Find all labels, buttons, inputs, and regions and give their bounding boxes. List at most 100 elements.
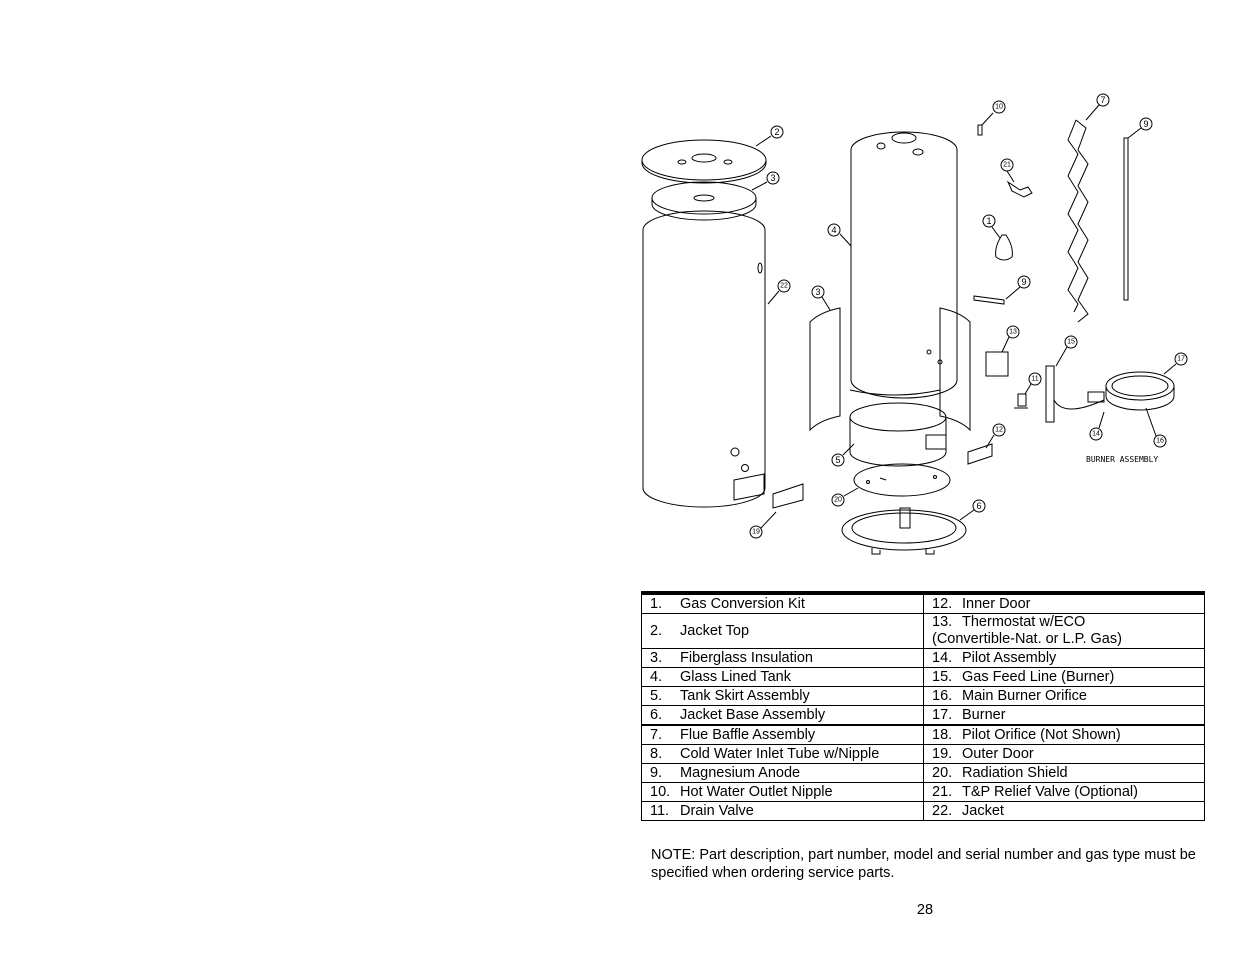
part-label: Burner: [962, 706, 1006, 723]
page-number: 28: [916, 902, 934, 918]
part-number: 14.: [932, 649, 953, 666]
part-label: Jacket: [962, 802, 1004, 819]
part-number: 11.: [650, 802, 670, 819]
table-row: 9. Magnesium Anode 20.Radiation Shield: [641, 763, 1205, 783]
table-row: 5. Tank Skirt Assembly 16. Main Burner Ori…: [641, 686, 1205, 706]
part-cell: 1. Gas Conversion Kit: [641, 592, 924, 614]
part-number: 3.: [650, 649, 663, 666]
part-number: 4.: [650, 668, 663, 685]
skirt-part: [849, 402, 947, 432]
part-cell: 8. Cold Water Inlet Tube w/Nipple: [641, 744, 924, 764]
table-row: 11.Drain Valve 22. Jacket: [641, 801, 1205, 821]
part-cell: 14. Pilot Assembly: [923, 648, 1205, 668]
part-label: Cold Water Inlet Tube w/Nipple: [680, 745, 880, 762]
part-cell: 18. Pilot Orifice (Not Shown): [923, 724, 1205, 745]
part-number: 10.: [650, 783, 671, 800]
part-label: Gas Conversion Kit: [680, 595, 805, 612]
diagram-svg: 10 7 9 2 3 21 1 4 22 3 9 13 15 17 11 12 …: [641, 93, 1188, 555]
callout-1: 1: [986, 216, 991, 226]
part-cell: 5. Tank Skirt Assembly: [641, 686, 924, 706]
part-number: 5.: [650, 687, 663, 704]
part-number: 1.: [650, 595, 663, 612]
callout-7: 7: [1100, 95, 1105, 105]
callout-11: 11: [1031, 376, 1038, 383]
table-row: 7. Flue Baffle Assembly 18. Pilot Orifice …: [641, 724, 1205, 745]
table-row: 10. Hot Water Outlet Nipple 21. T&P Relief…: [641, 782, 1205, 802]
part-number: 21.: [932, 783, 953, 800]
part-number: 15.: [932, 668, 953, 685]
ordering-note: NOTE: Part description, part number, mod…: [651, 847, 1196, 881]
part-cell: 4. Glass Lined Tank: [641, 667, 924, 687]
table-row: 6.Jacket Base Assembly 17.Burner: [641, 705, 1205, 726]
table-row: 2. Jacket Top 13. Thermostat w/ECO(Convert…: [641, 613, 1205, 649]
part-cell: 15. Gas Feed Line (Burner): [923, 667, 1205, 687]
part-label: Jacket Top: [680, 622, 750, 639]
tank-part: [850, 131, 958, 399]
callout-20: 20: [834, 497, 842, 504]
part-cell: 7. Flue Baffle Assembly: [641, 724, 924, 745]
callout-12: 12: [995, 427, 1003, 434]
part-label: Glass Lined Tank: [680, 668, 791, 685]
callout-2: 2: [774, 127, 779, 137]
insulation-wrap-part: [809, 307, 841, 432]
part-label-continued: (Convertible-Nat. or L.P. Gas): [932, 631, 1122, 647]
callout-17: 17: [1177, 356, 1185, 363]
part-number: 8.: [650, 745, 663, 762]
part-number: 18.: [932, 726, 953, 743]
table-row: 1. Gas Conversion Kit 12. Inner Door: [641, 592, 1205, 614]
part-label: Pilot Orifice (Not Shown): [962, 726, 1121, 743]
baffle-part: [1075, 119, 1089, 323]
anode-part: [1123, 137, 1129, 301]
part-label: Main Burner Orifice: [962, 687, 1087, 704]
part-cell: 13. Thermostat w/ECO(Convertible-Nat. or …: [923, 613, 1205, 649]
part-label: Jacket Base Assembly: [680, 706, 826, 723]
part-label: Tank Skirt Assembly: [680, 687, 810, 704]
part-cell: 10. Hot Water Outlet Nipple: [641, 782, 924, 802]
part-number: 9.: [650, 764, 663, 781]
callout-3-top: 3: [770, 173, 775, 183]
part-number: 12.: [932, 595, 953, 612]
part-label: Outer Door: [962, 745, 1034, 762]
parts-list-table: 1. Gas Conversion Kit 12. Inner Door 2. Jac…: [641, 591, 1205, 821]
callout-labels: 10 7 9 2 3 21 1 4 22 3 9 13 15 17 11 12 …: [752, 95, 1185, 536]
part-cell: 16. Main Burner Orifice: [923, 686, 1205, 706]
part-cell: 6.Jacket Base Assembly: [641, 705, 924, 726]
part-cell: 11.Drain Valve: [641, 801, 924, 821]
part-cell: 12. Inner Door: [923, 592, 1205, 614]
part-label: Radiation Shield: [962, 764, 1068, 781]
part-cell: 20.Radiation Shield: [923, 763, 1205, 783]
part-cell: 22. Jacket: [923, 801, 1205, 821]
callout-8: 9: [1021, 277, 1026, 287]
part-label: Flue Baffle Assembly: [680, 726, 816, 743]
callout-19: 19: [752, 529, 760, 536]
part-number: 16.: [932, 687, 953, 704]
part-number: 2.: [650, 622, 663, 639]
part-cell: 2. Jacket Top: [641, 613, 924, 649]
part-label: Hot Water Outlet Nipple: [680, 783, 833, 800]
part-label: T&P Relief Valve (Optional): [962, 783, 1138, 800]
part-cell: 17.Burner: [923, 705, 1205, 726]
callout-4: 4: [831, 225, 836, 235]
part-number: 22.: [932, 802, 953, 819]
callout-10: 10: [995, 104, 1003, 111]
part-cell: 9. Magnesium Anode: [641, 763, 924, 783]
part-number: 7.: [650, 726, 663, 743]
jacket-base-part: [841, 509, 967, 551]
part-cell: 3.Fiberglass Insulation: [641, 648, 924, 668]
part-label: Inner Door: [962, 595, 1031, 612]
part-label: Magnesium Anode: [680, 764, 801, 781]
table-row: 8. Cold Water Inlet Tube w/Nipple 19. Oute…: [641, 744, 1205, 764]
callout-13: 13: [1009, 329, 1017, 336]
callout-21: 21: [1003, 162, 1011, 169]
part-number: 13.: [932, 614, 953, 630]
part-number: 19.: [932, 745, 953, 762]
table-row: 3.Fiberglass Insulation 14. Pilot Assembl…: [641, 648, 1205, 668]
part-label: Gas Feed Line (Burner): [962, 668, 1115, 685]
callout-22: 22: [780, 283, 788, 290]
radiation-shield-part: [853, 463, 951, 497]
jacket-part: [642, 210, 766, 508]
callout-9: 9: [1143, 119, 1148, 129]
jacket-top-part: [641, 139, 767, 181]
part-label: Thermostat w/ECO: [962, 614, 1086, 630]
part-label: Pilot Assembly: [962, 649, 1057, 666]
